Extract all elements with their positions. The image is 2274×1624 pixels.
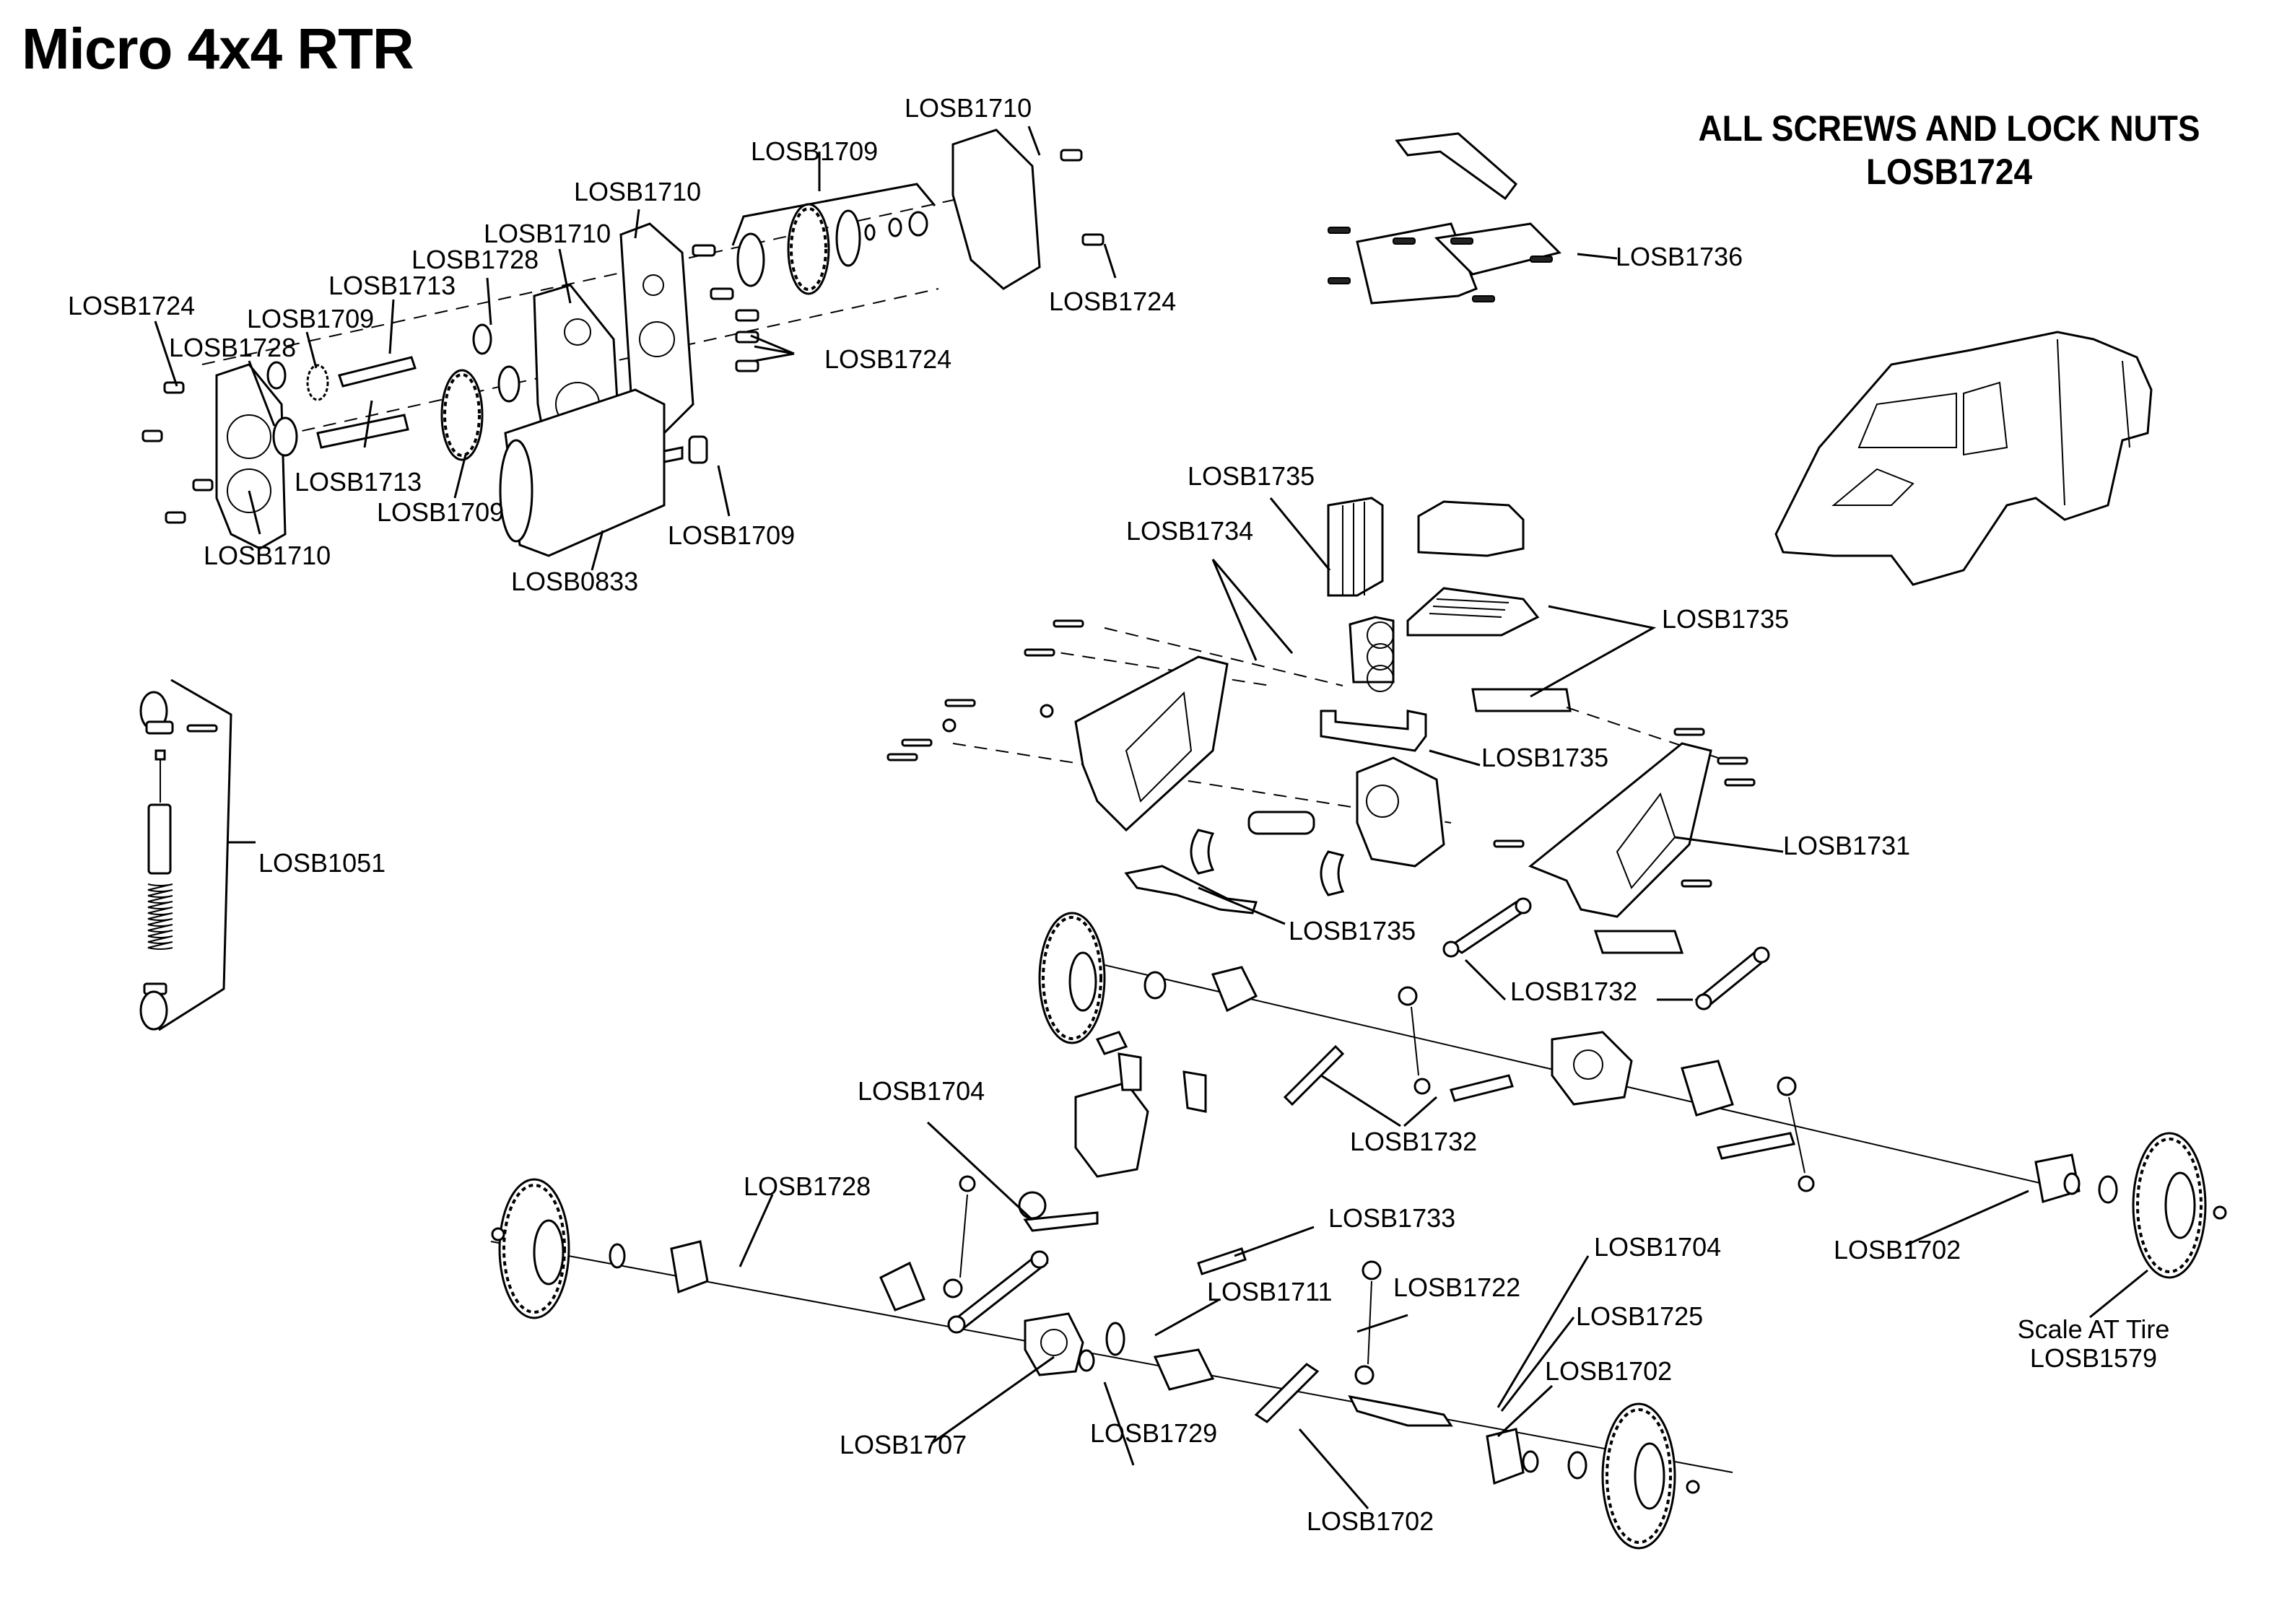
callout-motor-pinion: LOSB1709	[668, 520, 796, 550]
link-mount	[1095, 1031, 1128, 1055]
motor-pinion	[688, 435, 708, 464]
front-axle-assembly	[490, 1052, 1733, 1550]
bearing	[272, 416, 298, 457]
callout-gearbox-right-case: LOSB1710	[905, 93, 1032, 123]
gearbox-outer-case-right	[951, 128, 1041, 290]
bearing	[497, 365, 520, 403]
hardware-note: ALL SCREWS AND LOCK NUTS LOSB1724	[1677, 107, 2221, 193]
driveshaft-center	[1247, 811, 1315, 835]
upper-bracket	[1395, 132, 1518, 201]
callout-rear-hub: LOSB1702	[1834, 1235, 1961, 1265]
ring-gear	[1105, 1322, 1125, 1356]
callout-gearbox-spur-gear: LOSB1709	[751, 136, 879, 166]
output-shaft	[316, 414, 409, 449]
callout-tire-part-number: LOSB1579	[2029, 1343, 2158, 1373]
hardware-note-line1: ALL SCREWS AND LOCK NUTS	[1698, 108, 2200, 149]
callout-mount: LOSB1736	[1616, 242, 1743, 271]
callout-tire-name: Scale AT Tire	[2017, 1314, 2170, 1344]
steering-knuckle	[670, 1240, 709, 1294]
callout-gearbox-bearing-left: LOSB1728	[169, 333, 297, 362]
callout-lower-links: LOSB1732	[1350, 1127, 1478, 1156]
truck-body-shell	[1774, 331, 2153, 586]
callout-axle-housing: LOSB1707	[840, 1430, 967, 1459]
chassis-assembly	[886, 497, 1770, 1010]
callout-gearbox-middle-case: LOSB1710	[484, 219, 611, 248]
front-bumper	[1124, 865, 1258, 914]
callout-gearbox-screws-right: LOSB1724	[824, 344, 952, 374]
callout-front-c-hub: LOSB1702	[1307, 1506, 1434, 1536]
battery-cover	[1327, 497, 1384, 597]
skid-hook	[1190, 829, 1215, 875]
callout-gearbox-left-case: LOSB1710	[204, 541, 331, 570]
mount-screws	[1328, 227, 1553, 302]
bearing	[266, 361, 287, 390]
hardware-note-part-number: LOSB1724	[1865, 152, 2033, 192]
callout-front-knuckle: LOSB1702	[1545, 1356, 1673, 1386]
axle-housing	[1551, 1031, 1633, 1106]
large-spur-gear	[787, 203, 830, 295]
callout-body-posts: LOSB1734	[1126, 516, 1254, 546]
battery-strap-holder	[1471, 688, 1572, 712]
servo-saver	[1018, 1191, 1047, 1220]
c-hub	[879, 1261, 925, 1311]
bearing	[736, 232, 765, 287]
chassis-screws-right	[1493, 728, 1756, 888]
callout-gearbox-output-shaft: LOSB1713	[295, 467, 422, 497]
callout-differential: LOSB1711	[1207, 1277, 1333, 1306]
callout-steering: LOSB1704	[1594, 1232, 1722, 1262]
receiver	[1417, 500, 1525, 557]
bearing	[472, 323, 492, 355]
gearbox-screws-right	[692, 244, 759, 372]
idler-shaft	[338, 356, 417, 388]
callout-chassis-rail: LOSB1731	[1783, 831, 1911, 860]
center-gearbox	[1356, 756, 1445, 868]
callout-servo: LOSB1704	[858, 1076, 985, 1106]
upper-link-left	[1449, 901, 1529, 954]
callout-front-shock-link: LOSB1722	[1393, 1272, 1521, 1302]
callout-kingpin: LOSB1725	[1576, 1301, 1704, 1331]
pinion-gear	[306, 364, 329, 401]
battery-tray-mount	[1320, 710, 1427, 752]
callout-battery-mount: LOSB1735	[1481, 743, 1609, 772]
callout-gearbox-idler-shaft: LOSB1713	[328, 271, 456, 300]
servo-mount-plate	[1593, 930, 1684, 954]
gearbox-outer-case-left	[215, 363, 287, 550]
gearbox-assembly	[141, 128, 1105, 557]
skid-hook	[1320, 850, 1345, 896]
battery-pack	[1349, 616, 1395, 684]
gearbox-screws-left	[141, 381, 214, 524]
callout-gearbox-spur: LOSB1709	[377, 497, 505, 527]
callout-gearbox-plate: LOSB1710	[574, 177, 702, 206]
callout-front-bumper: LOSB1735	[1289, 916, 1416, 946]
leader-lines	[154, 126, 2148, 1509]
callout-rear-links: LOSB1732	[1510, 977, 1638, 1006]
spur-gear	[440, 369, 484, 461]
frame-rail-left	[1074, 655, 1229, 832]
steering-link	[1348, 1394, 1453, 1427]
rear-axle-assembly	[1038, 912, 2227, 1279]
driveshaft-front	[1197, 1247, 1247, 1275]
diagram-title: Micro 4x4 RTR	[22, 17, 414, 81]
callout-gearbox-screws-left: LOSB1724	[68, 291, 196, 320]
callout-tire: Scale AT Tire LOSB1579	[2000, 1315, 2187, 1373]
motor	[504, 388, 666, 557]
frame-rail-right	[1528, 742, 1712, 918]
callout-shock: LOSB1051	[258, 848, 386, 878]
callout-front-bearing: LOSB1728	[744, 1171, 871, 1201]
callout-battery-cover: LOSB1735	[1188, 461, 1315, 491]
callout-gearbox-bearing: LOSB1728	[411, 245, 539, 274]
mount-assembly	[1328, 132, 1618, 305]
callout-ring-pinion: LOSB1729	[1090, 1418, 1218, 1448]
battery-tray-top	[1406, 587, 1540, 637]
callout-motor: LOSB0833	[511, 567, 639, 596]
callout-gearbox-pinion: LOSB1709	[247, 304, 375, 333]
front-axle-housing	[1024, 1312, 1084, 1376]
steering-servo	[1074, 1081, 1149, 1178]
callout-front-driveshaft: LOSB1733	[1328, 1203, 1456, 1233]
callout-gearbox-screws-top: LOSB1724	[1049, 287, 1177, 316]
chassis-screws-left	[886, 619, 1084, 761]
shock-assembly	[139, 678, 256, 1031]
callout-battery-tray: LOSB1735	[1662, 604, 1790, 634]
